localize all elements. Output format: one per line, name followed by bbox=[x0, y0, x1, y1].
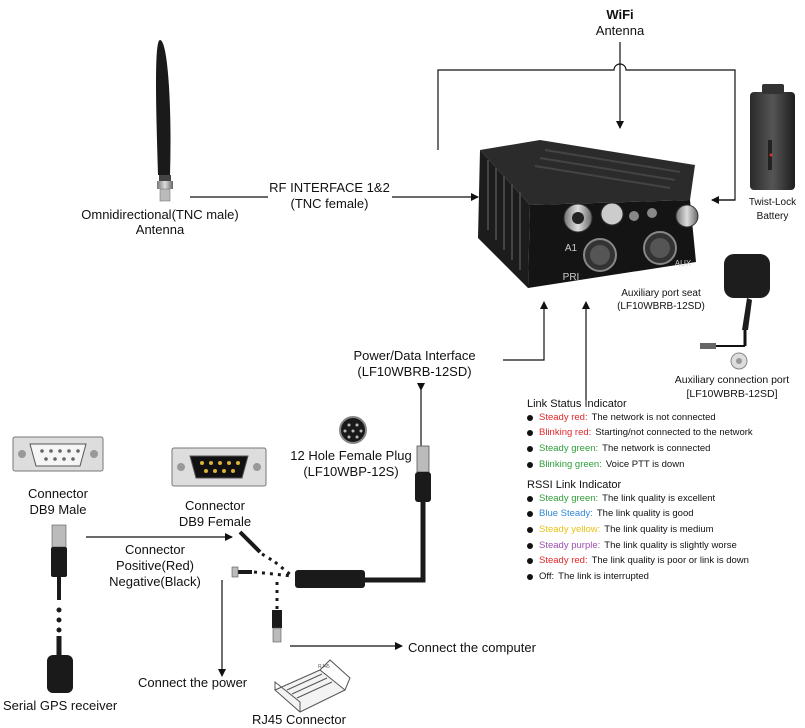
db9-male-label-1: Connector bbox=[28, 486, 88, 501]
serial-gps-label: Serial GPS receiver bbox=[3, 698, 118, 713]
battery-icon bbox=[750, 84, 795, 190]
battery-label-1: Twist-Lock bbox=[748, 197, 797, 208]
link-status-legend: Link Status Indicator Steady red:The net… bbox=[527, 398, 753, 472]
rssi-title: RSSI Link Indicator bbox=[527, 479, 622, 491]
aux-cable-icon bbox=[700, 254, 770, 370]
rssi-desc: The link quality is poor or link is down bbox=[591, 555, 749, 567]
connect-computer-label: Connect the computer bbox=[408, 640, 536, 655]
power-data-label-2: (LF10WBRB-12SD) bbox=[357, 364, 472, 379]
device-port-pri: PRI bbox=[562, 272, 580, 283]
radio-device-icon bbox=[478, 140, 699, 288]
aux-port-seat-label-2: (LF10WBRB-12SD) bbox=[617, 301, 705, 312]
rssi-desc: The link quality is good bbox=[596, 508, 694, 520]
link-status-title: Link Status Indicator bbox=[527, 398, 627, 410]
bullet-icon bbox=[527, 414, 533, 421]
plug-12hole-label-2: (LF10WBP-12S) bbox=[303, 464, 399, 479]
link_status-item: Steady red:The network is not connected bbox=[527, 410, 753, 426]
link_status-item: Steady green:The network is connected bbox=[527, 441, 753, 457]
rssi-item: Steady green:The link quality is excelle… bbox=[527, 491, 749, 507]
battery-label-2: Battery bbox=[756, 211, 789, 222]
omni-antenna-label-1: Omnidirectional(TNC male) bbox=[81, 207, 239, 222]
rssi-state: Steady yellow: bbox=[539, 523, 601, 535]
link_status-desc: Voice PTT is down bbox=[605, 458, 685, 470]
rssi-desc: The link quality is slightly worse bbox=[604, 539, 737, 551]
rssi-item: Steady yellow:The link quality is medium bbox=[527, 522, 749, 538]
rf-interface-label-2: (TNC female) bbox=[290, 196, 369, 211]
link_status-state: Steady green: bbox=[539, 442, 599, 454]
connector-polarity-label-2: Positive(Red) bbox=[115, 558, 195, 573]
link_status-desc: The network is not connected bbox=[591, 411, 716, 423]
rssi-item: Off:The link is interrupted bbox=[527, 569, 749, 585]
device-port-a1: A1 bbox=[564, 243, 578, 254]
connect-power-label: Connect the power bbox=[138, 675, 248, 690]
bullet-icon bbox=[527, 445, 533, 452]
power-data-label-1: Power/Data Interface bbox=[353, 348, 476, 363]
rssi-item: Steady purple:The link quality is slight… bbox=[527, 538, 749, 554]
rj45-label: RJ45 Connector bbox=[252, 712, 346, 727]
power-data-cable-icon bbox=[295, 383, 431, 588]
db9-female-label-2: DB9 Female bbox=[178, 514, 252, 529]
db9-female-icon bbox=[171, 447, 267, 487]
rf-interface-label-1: RF INTERFACE 1&2 bbox=[269, 180, 390, 195]
link_status-desc: Starting/not connected to the network bbox=[595, 427, 753, 439]
rssi-desc: The link quality is excellent bbox=[602, 492, 716, 504]
aux-connection-port-label-1: Auxiliary connection port bbox=[674, 374, 790, 386]
link_status-state: Blinking red: bbox=[539, 427, 592, 439]
omni-antenna-label-2: Antenna bbox=[135, 222, 185, 237]
rssi-state: Off: bbox=[539, 570, 555, 582]
rssi-state: Steady purple: bbox=[539, 539, 601, 551]
db9-male-label-2: DB9 Male bbox=[29, 502, 87, 517]
connector-polarity-label-1: Connector bbox=[125, 542, 185, 557]
bullet-icon bbox=[527, 511, 533, 518]
rssi-item: Steady red:The link quality is poor or l… bbox=[527, 553, 749, 569]
link_status-item: Blinking green:Voice PTT is down bbox=[527, 457, 753, 473]
serial-gps-receiver-icon bbox=[47, 524, 73, 693]
plug-12hole-label-1: 12 Hole Female Plug bbox=[290, 448, 412, 463]
cable-harness-icon bbox=[231, 530, 293, 643]
rssi-state: Steady green: bbox=[539, 492, 599, 504]
bullet-icon bbox=[527, 526, 533, 533]
bullet-icon bbox=[527, 542, 533, 549]
bullet-icon bbox=[527, 495, 533, 502]
rssi-state: Steady red: bbox=[539, 555, 588, 567]
rssi-state: Blue Steady: bbox=[539, 508, 593, 520]
link_status-item: Blinking red:Starting/not connected to t… bbox=[527, 426, 753, 442]
bullet-icon bbox=[527, 430, 533, 437]
wifi-antenna-line bbox=[437, 42, 736, 201]
link_status-state: Blinking green: bbox=[539, 458, 602, 470]
bullet-icon bbox=[527, 558, 533, 565]
device-port-aux: AUX bbox=[674, 259, 692, 268]
wifi-antenna-title: WiFi bbox=[606, 7, 634, 22]
omni-antenna-icon bbox=[156, 40, 173, 202]
twelve-hole-plug-icon bbox=[339, 416, 367, 444]
db9-male-icon bbox=[12, 436, 104, 472]
link_status-desc: The network is connected bbox=[602, 442, 711, 454]
bullet-icon bbox=[527, 573, 533, 580]
aux-connection-port-label-2: [LF10WBRB-12SD] bbox=[686, 388, 778, 400]
rssi-desc: The link quality is medium bbox=[604, 523, 714, 535]
db9-female-label-1: Connector bbox=[185, 498, 245, 513]
rssi-item: Blue Steady:The link quality is good bbox=[527, 507, 749, 523]
bullet-icon bbox=[527, 461, 533, 468]
rj45-connector-icon bbox=[274, 659, 351, 713]
aux-port-seat-label-1: Auxiliary port seat bbox=[621, 288, 701, 299]
connector-polarity-label-3: Negative(Black) bbox=[109, 574, 201, 589]
rj45-tiny-label: RJ45 bbox=[318, 664, 330, 670]
rssi-legend: RSSI Link Indicator Steady green:The lin… bbox=[527, 479, 749, 585]
wifi-antenna-label: Antenna bbox=[595, 23, 645, 38]
rssi-desc: The link is interrupted bbox=[558, 570, 649, 582]
link_status-state: Steady red: bbox=[539, 411, 588, 423]
power-data-arrow bbox=[503, 301, 548, 361]
